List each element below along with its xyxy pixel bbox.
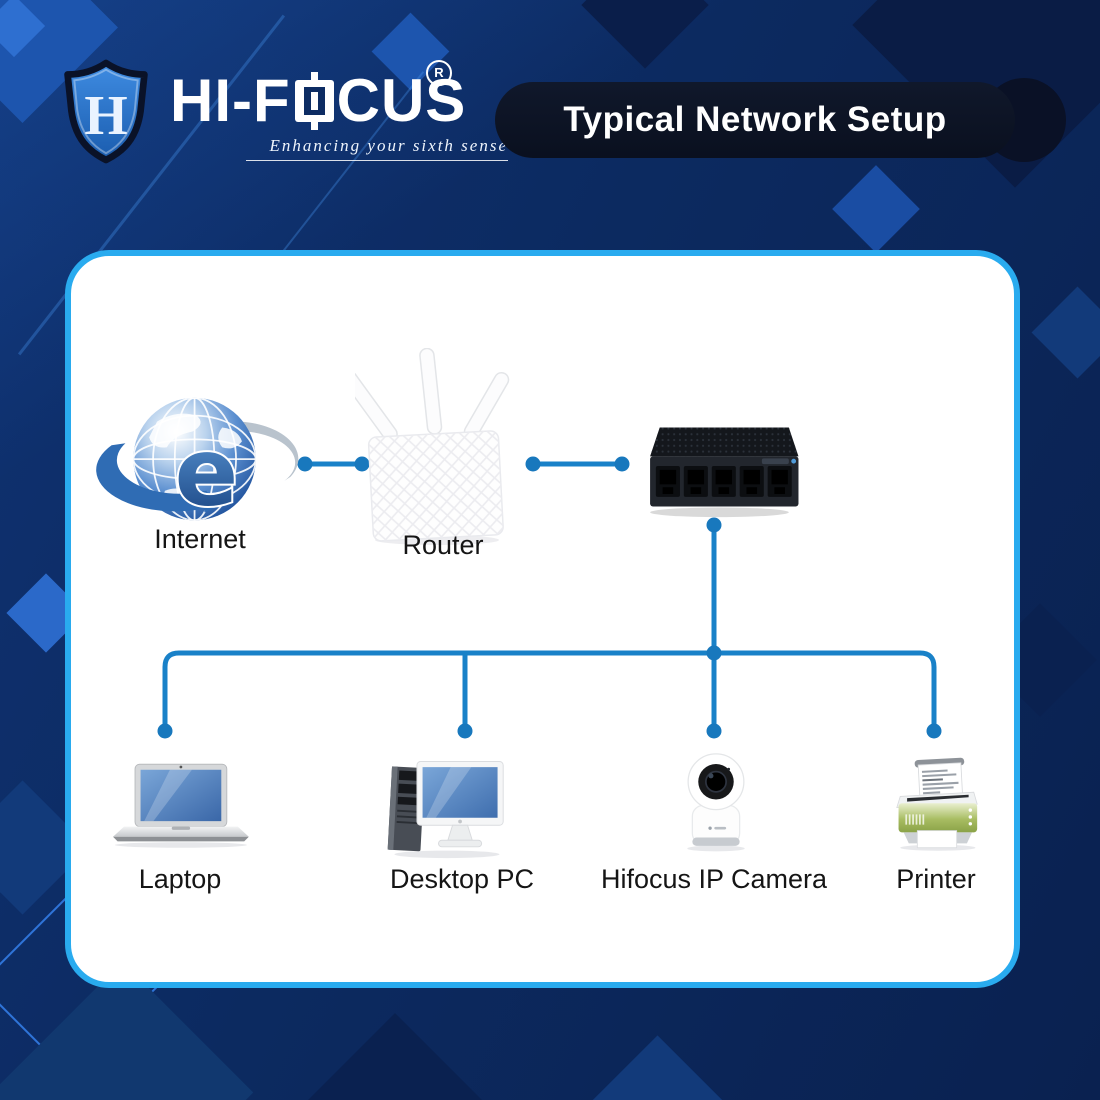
focus-o-icon [294, 71, 334, 130]
registered-trademark: R [426, 60, 452, 86]
ethernet-switch-icon [650, 427, 799, 518]
bg-diamond [0, 0, 46, 58]
brand-wordmark: HI-F CUS [170, 66, 466, 135]
laptop-label: Laptop [138, 864, 222, 894]
brand-tagline: Enhancing your sixth sense [269, 136, 508, 155]
wireless-router-icon [355, 348, 510, 545]
page-title: Typical Network Setup [563, 100, 947, 139]
shield-letter: H [84, 85, 127, 147]
bg-diamond [303, 1013, 487, 1100]
ip-camera-label: Hifocus IP Camera [600, 864, 828, 894]
internet-label: Internet [154, 524, 246, 554]
wordmark-left: HI-F [170, 67, 291, 134]
desktop-pc-label: Desktop PC [389, 864, 535, 894]
ip-camera-icon [687, 753, 745, 852]
bg-diamond [1031, 286, 1100, 379]
shield-logo-icon: H [64, 59, 148, 164]
bg-diamond [832, 165, 920, 253]
brand-logo: H HI-F CUS R Enhancing your sixth sense [58, 52, 508, 172]
printer-icon [896, 757, 978, 851]
router-label: Router [402, 530, 484, 560]
desktop-pc-icon [387, 761, 504, 859]
bg-diamond [581, 0, 709, 69]
printer-label: Printer [896, 864, 976, 894]
tagline-underline [246, 160, 508, 161]
laptop-icon [113, 763, 249, 848]
internet-globe-icon: e [96, 397, 299, 530]
title-banner: Typical Network Setup [495, 82, 1015, 158]
svg-text:e: e [175, 419, 239, 528]
bg-diamond [590, 1035, 725, 1100]
